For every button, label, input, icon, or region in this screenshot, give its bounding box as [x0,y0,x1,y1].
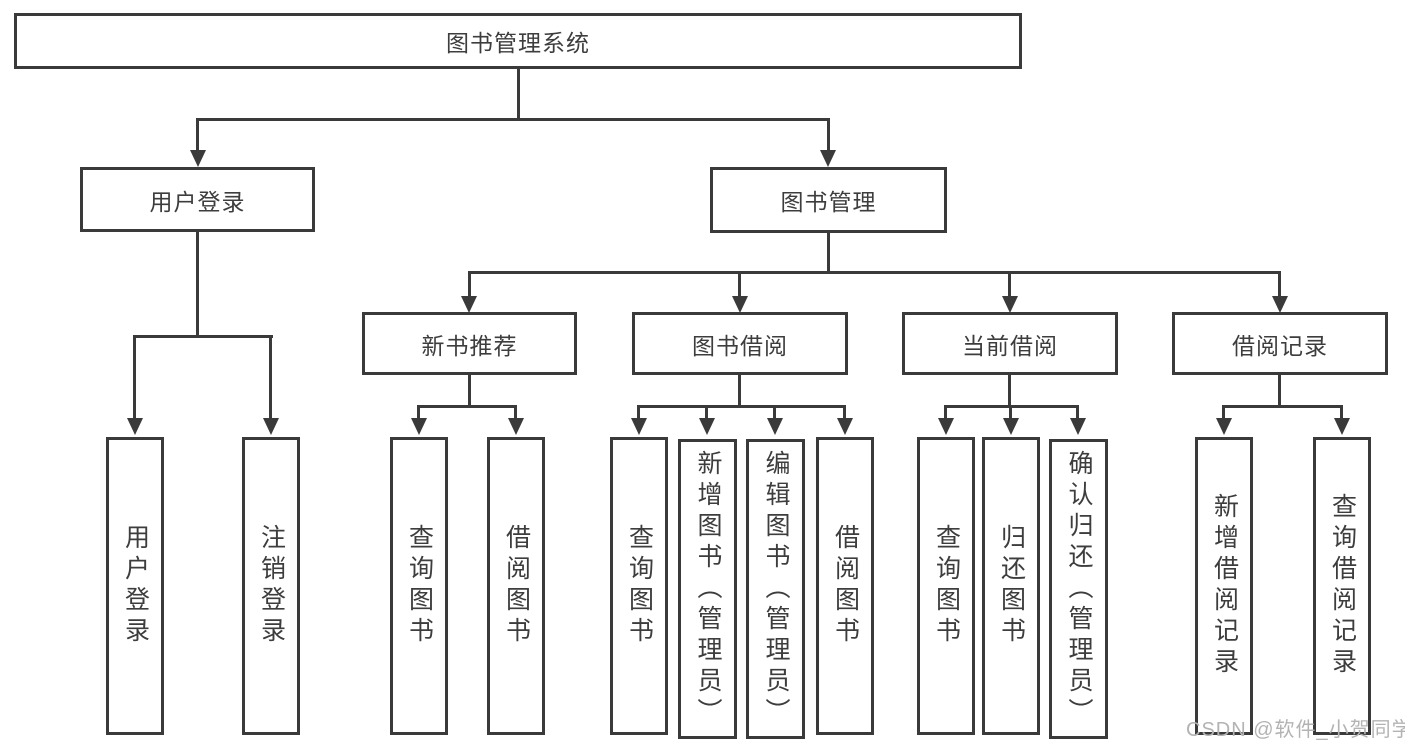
connector-stem-book-management [827,118,830,152]
arrow-down-icon [1272,296,1288,313]
connector-stem-current-borrow [1008,271,1011,298]
arrow-down-icon [820,150,836,167]
arrow-down-icon [699,418,715,435]
arrow-down-icon [938,418,954,435]
connector-book-borrow-bus [637,405,846,408]
node-book-management: 图书管理 [710,167,947,233]
arrow-down-icon [1216,418,1232,435]
connector-stem [944,405,947,421]
arrow-down-icon [631,418,647,435]
connector-stem [1076,405,1079,421]
arrow-down-icon [190,150,206,167]
node-current-borrow: 当前借阅 [902,312,1118,375]
connector-stem-user-login [196,118,199,152]
node-user-login-label: 用户登录 [149,188,246,215]
leaf-borrow-query-book-label: 查询图书 [625,524,654,648]
arrow-down-icon [1070,418,1086,435]
leaf-user-login: 用户登录 [106,437,164,735]
leaf-records-query-record: 查询借阅记录 [1313,437,1371,735]
connector-stem [1222,405,1225,421]
node-root: 图书管理系统 [14,13,1022,69]
connector-level3-bus [468,271,1281,274]
connector-book-management-trunk [827,233,830,274]
leaf-recommend-borrow-book: 借阅图书 [487,437,545,735]
node-new-book-recommend: 新书推荐 [362,312,577,375]
leaf-records-add-record: 新增借阅记录 [1195,437,1253,735]
leaf-current-return-book-label: 归还图书 [997,524,1026,648]
node-root-label: 图书管理系统 [446,30,590,56]
arrow-down-icon [767,418,783,435]
arrow-down-icon [837,418,853,435]
connector-stem [773,405,776,421]
connector-borrow-records-bus [1222,405,1343,408]
connector-stem [843,405,846,421]
leaf-borrow-add-book-admin-label: 新增图书（管理员） [694,449,722,729]
connector-user-login-bus [133,335,273,338]
node-book-management-label: 图书管理 [780,189,877,215]
arrow-down-icon [127,418,143,435]
leaf-logout-label: 注销登录 [257,524,286,648]
leaf-current-confirm-return-admin-label: 确认归还（管理员） [1065,449,1093,729]
connector-stem-leaf-user-login [133,335,136,420]
leaf-borrow-query-book: 查询图书 [610,437,668,735]
arrow-down-icon [508,418,524,435]
leaf-records-query-record-label: 查询借阅记录 [1328,493,1357,679]
node-book-borrow: 图书借阅 [632,312,848,375]
leaf-current-query-book: 查询图书 [917,437,975,735]
leaf-borrow-edit-book-admin: 编辑图书（管理员） [746,439,805,739]
connector-root-trunk [517,69,520,121]
arrow-down-icon [1003,418,1019,435]
connector-stem [637,405,640,421]
connector-borrow-records-trunk [1278,375,1281,408]
connector-stem-leaf-logout [269,335,272,420]
connector-new-book-recommend-trunk [468,375,471,408]
leaf-current-confirm-return-admin: 确认归还（管理员） [1049,439,1108,739]
arrow-down-icon [1334,418,1350,435]
connector-user-login-trunk [196,232,199,338]
connector-new-book-recommend-bus [417,405,517,408]
leaf-logout: 注销登录 [242,437,300,735]
connector-book-borrow-trunk [738,375,741,408]
connector-stem [514,405,517,421]
arrow-down-icon [732,296,748,313]
node-borrow-records-label: 借阅记录 [1232,332,1328,359]
connector-level2-bus [196,118,830,121]
node-current-borrow-label: 当前借阅 [962,332,1058,359]
leaf-user-login-label: 用户登录 [121,524,150,648]
arrow-down-icon [263,418,279,435]
connector-stem [1009,405,1012,421]
leaf-current-query-book-label: 查询图书 [932,524,961,648]
node-borrow-records: 借阅记录 [1172,312,1388,375]
connector-stem [417,405,420,421]
leaf-recommend-query-book: 查询图书 [390,437,448,735]
leaf-borrow-add-book-admin: 新增图书（管理员） [678,439,737,739]
arrow-down-icon [1002,296,1018,313]
node-user-login: 用户登录 [80,167,315,232]
node-book-borrow-label: 图书借阅 [692,332,788,359]
arrow-down-icon [461,296,477,313]
leaf-recommend-query-book-label: 查询图书 [405,524,434,648]
leaf-borrow-borrow-book: 借阅图书 [816,437,874,735]
connector-stem-new-book-recommend [468,271,471,298]
node-new-book-recommend-label: 新书推荐 [421,332,518,359]
connector-stem [1340,405,1343,421]
leaf-records-add-record-label: 新增借阅记录 [1210,493,1239,679]
watermark-text: CSDN @软件_小贺同学 [1186,719,1405,741]
connector-current-borrow-trunk [1008,375,1011,408]
connector-stem-borrow-records [1278,271,1281,298]
arrow-down-icon [411,418,427,435]
leaf-borrow-edit-book-admin-label: 编辑图书（管理员） [762,449,790,729]
leaf-recommend-borrow-book-label: 借阅图书 [502,524,531,648]
leaf-borrow-borrow-book-label: 借阅图书 [831,524,860,648]
connector-stem [705,405,708,421]
leaf-current-return-book: 归还图书 [982,437,1040,735]
connector-stem-book-borrow [738,271,741,298]
